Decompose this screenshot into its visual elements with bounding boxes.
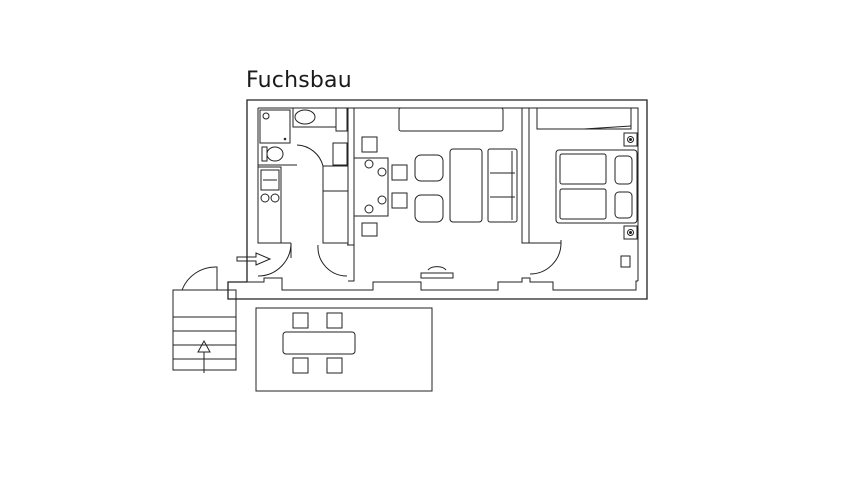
coffee-table — [449, 148, 483, 223]
staircase — [172, 266, 237, 373]
stair-door — [181, 266, 218, 291]
chair — [292, 312, 309, 329]
washbasin — [294, 109, 316, 125]
hall-cabinet — [322, 165, 349, 244]
terrace — [255, 307, 433, 392]
chair — [292, 357, 309, 374]
chair — [326, 357, 343, 374]
chair — [361, 136, 378, 153]
bedroom — [536, 107, 638, 268]
exterior-walls — [227, 99, 648, 300]
entry-door — [236, 242, 292, 277]
bathroom-door — [296, 144, 324, 168]
toilet — [261, 146, 268, 162]
entry-arrow-icon — [236, 252, 272, 266]
hall-door — [317, 244, 348, 277]
pillow — [614, 191, 633, 219]
armchair — [414, 194, 444, 223]
stove-burner — [270, 193, 280, 203]
chair — [361, 222, 378, 237]
radiator — [420, 272, 454, 279]
kitchen — [257, 165, 349, 244]
sofa — [487, 148, 518, 223]
bedroom-door — [529, 240, 562, 275]
tv-bench — [398, 107, 504, 132]
dining-table — [353, 157, 389, 217]
plan-title: Fuchsbau — [246, 68, 352, 93]
bed — [555, 149, 638, 224]
nightstand — [623, 225, 638, 240]
armchair — [414, 154, 444, 182]
stove-burner — [260, 193, 270, 203]
chair — [326, 312, 343, 329]
stair-arrow-icon — [197, 339, 211, 373]
terrace-table — [282, 331, 356, 355]
chair — [391, 192, 408, 209]
pillow — [614, 155, 633, 185]
nightstand — [623, 132, 638, 147]
interior-walls — [258, 107, 561, 282]
chair — [391, 164, 408, 181]
wardrobe — [536, 107, 632, 130]
kitchen-sink — [260, 169, 280, 191]
living-room — [353, 107, 518, 279]
bathroom — [259, 107, 348, 168]
shower — [259, 109, 291, 144]
